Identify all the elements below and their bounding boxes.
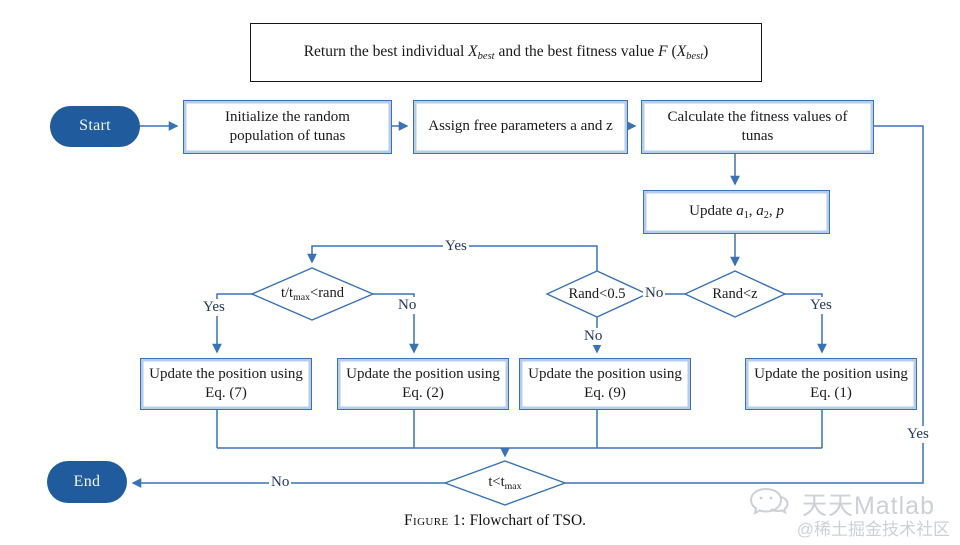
rand-05-text: Rand<0.5 — [568, 285, 626, 302]
update-eq2-text: Update the position using Eq. (2) — [346, 365, 500, 402]
figure-caption: Figure 1: Flowchart of TSO. — [30, 512, 960, 530]
edge-ttmax-yes-eq7 — [212, 293, 252, 354]
diamond-t-lt-tmax — [442, 460, 568, 506]
chat-bubbles-icon — [749, 487, 789, 515]
figure-caption-label: Figure 1: — [403, 512, 466, 529]
diamond-rand-05 — [545, 270, 649, 318]
init-population-text: Initialize the random population of tuna… — [225, 108, 350, 145]
edge-randz-yes-eq1 — [783, 293, 827, 354]
diamond-rand-z — [683, 270, 787, 318]
update-eq7-box: Update the position using Eq. (7) — [140, 358, 312, 410]
update-eq2-box: Update the position using Eq. (2) — [337, 358, 509, 410]
assign-parameters-box: Assign free parameters a and z — [413, 100, 628, 154]
update-a1-a2-p-text: Update a1, a2, p — [689, 202, 784, 221]
init-population-box: Initialize the random population of tuna… — [183, 100, 392, 154]
return-best-box: Return the best individual Xbest and the… — [250, 23, 762, 82]
t-lt-tmax-text: t<tmax — [488, 474, 522, 492]
label-end-no: No — [269, 474, 292, 491]
update-a1-a2-p-box: Update a1, a2, p — [643, 190, 830, 234]
watermark-handle: @稀土掘金技术社区 — [796, 520, 950, 539]
calc-fitness-box: Calculate the fitness values of tunas — [641, 100, 874, 154]
edge-ttmax-no-eq2 — [373, 293, 419, 354]
return-best-text: Return the best individual Xbest and the… — [303, 42, 709, 62]
start-label: Start — [79, 117, 111, 135]
end-label: End — [73, 472, 101, 490]
edge-bus — [216, 408, 823, 449]
rand-z-text: Rand<z — [712, 285, 758, 302]
update-eq9-box: Update the position using Eq. (9) — [519, 358, 691, 410]
label-ttmax-no: No — [396, 297, 419, 314]
edge-tltmax-yes-loop — [565, 121, 924, 484]
end-node: End — [47, 461, 127, 503]
assign-parameters-text: Assign free parameters a and z — [428, 118, 613, 135]
diamond-ttmax-rand — [250, 267, 375, 321]
ttmax-rand-text: t/tmax<rand — [281, 285, 344, 303]
label-randz-yes: Yes — [808, 297, 834, 314]
figure-caption-text: Flowchart of TSO. — [465, 512, 587, 529]
watermark-brand: 天天Matlab — [801, 492, 935, 520]
calc-fitness-text: Calculate the fitness values of tunas — [667, 108, 848, 145]
update-eq9-text: Update the position using Eq. (9) — [528, 365, 682, 402]
label-loop-yes: Yes — [905, 426, 931, 443]
update-eq7-text: Update the position using Eq. (7) — [149, 365, 303, 402]
update-eq1-text: Update the position using Eq. (1) — [754, 365, 908, 402]
label-randz-no: No — [643, 285, 666, 302]
label-rand05-no-bottom: No — [582, 328, 605, 345]
label-rand05-yes-top: Yes — [443, 238, 469, 255]
update-eq1-box: Update the position using Eq. (1) — [745, 358, 917, 410]
label-ttmax-yes: Yes — [201, 299, 227, 316]
start-node: Start — [50, 106, 140, 147]
